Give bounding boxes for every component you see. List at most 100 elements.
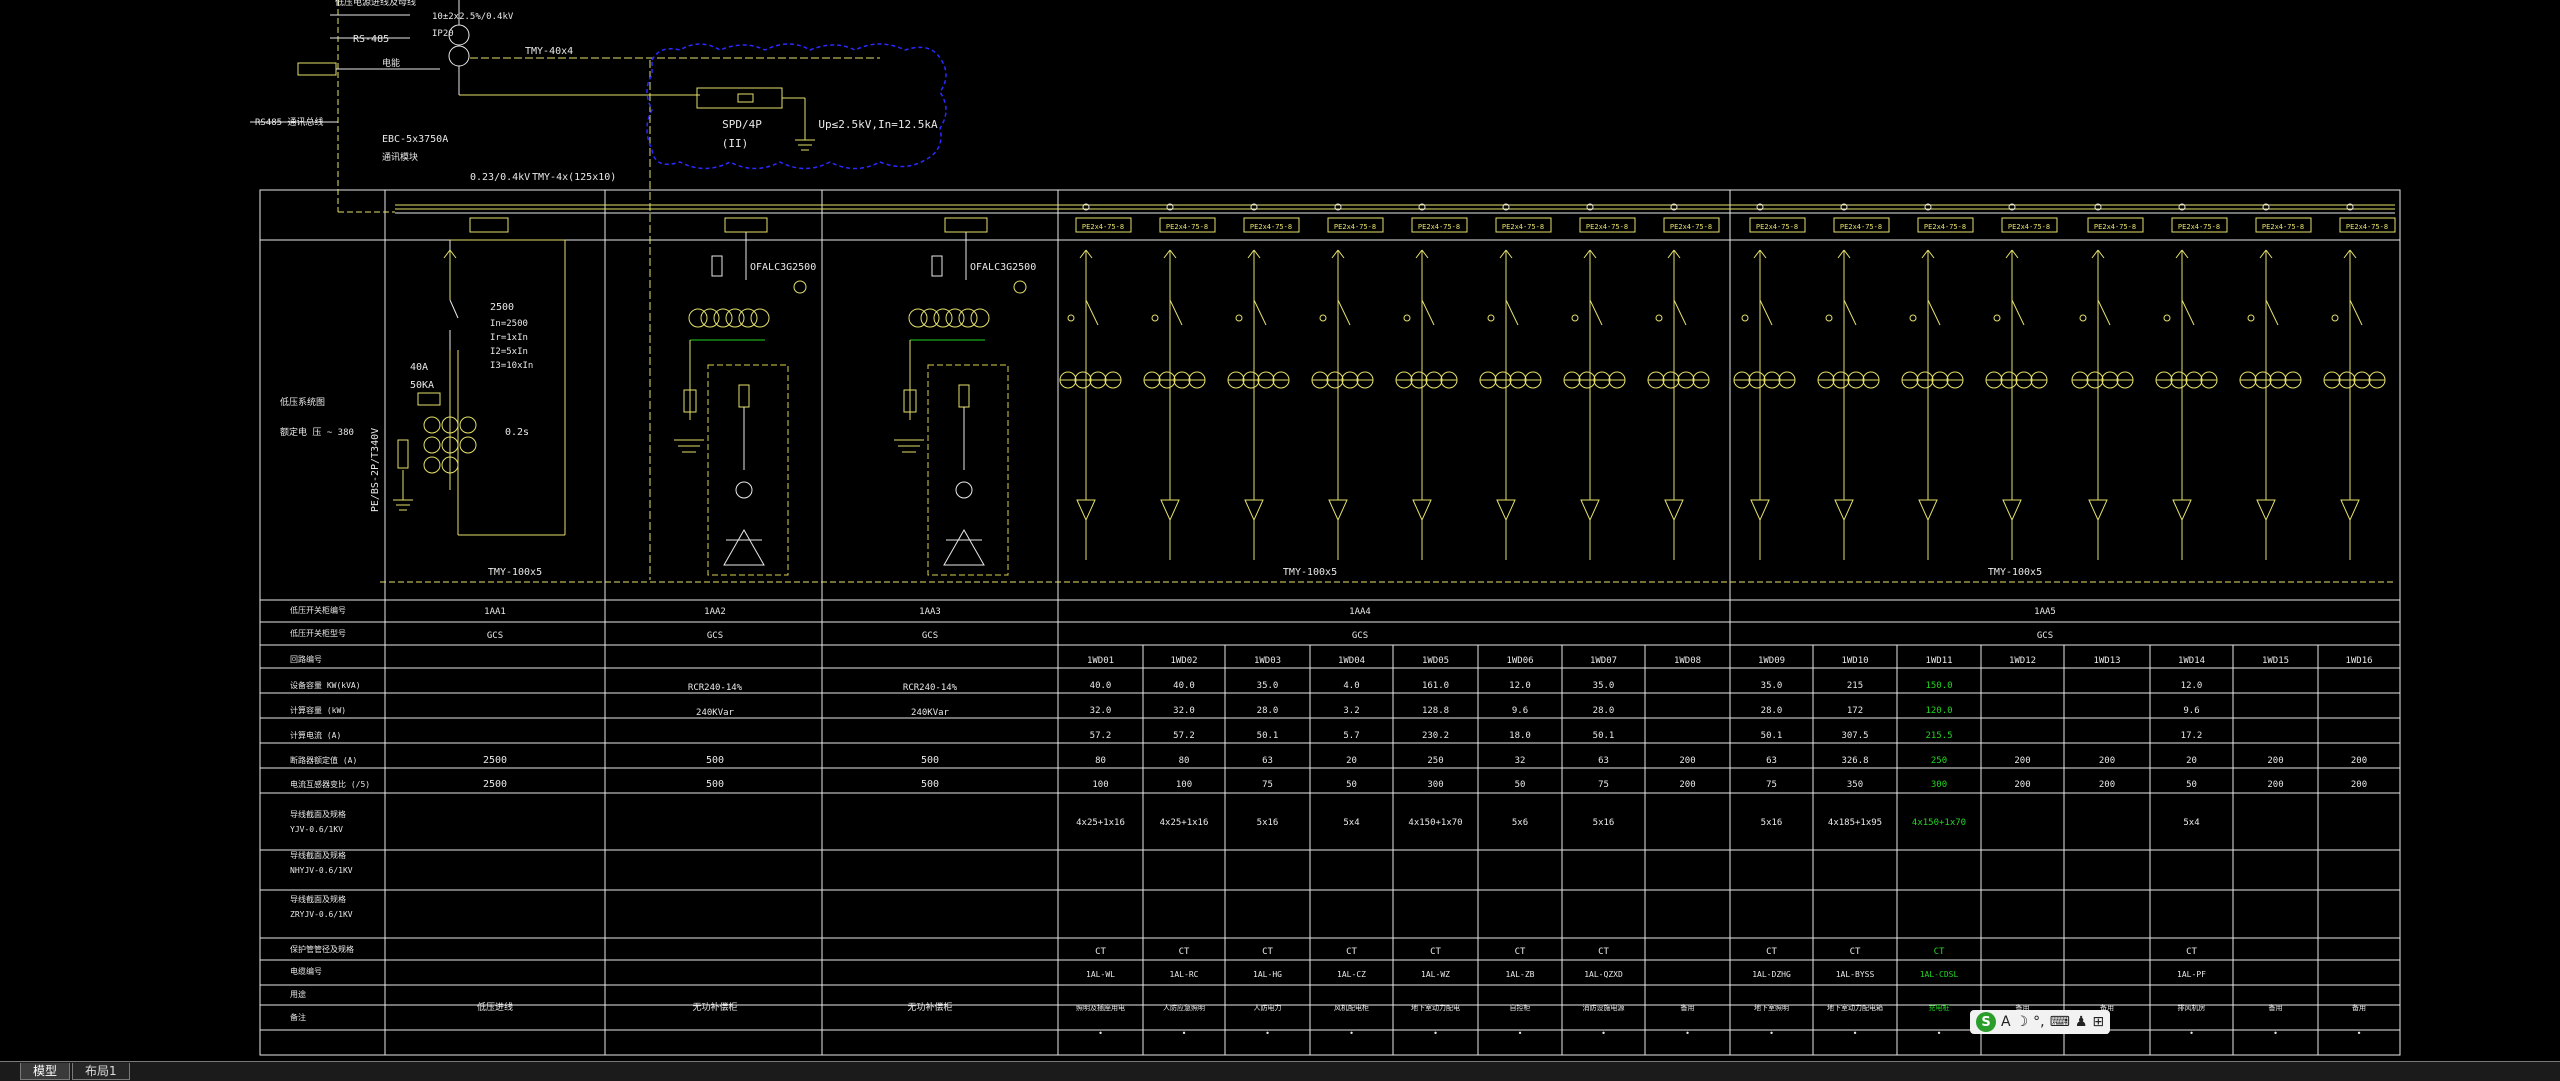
circuit-ct: 50: [1515, 780, 1526, 790]
load-arrow-icon: [1664, 499, 1684, 522]
circuit-ct: 75: [1766, 780, 1777, 790]
cap-cabinet-box: [707, 364, 789, 576]
switch-blade-icon: [1505, 299, 1519, 326]
cap-ct-icon: [958, 308, 978, 328]
spd-up-label: Up≤2.5kV,In=12.5kA: [818, 118, 938, 131]
row-label: ZRYJV-0.6/1KV: [290, 910, 353, 919]
feeder-tag-box: [1663, 217, 1720, 233]
feeder-tag-label: PE2x4-75-8: [1756, 223, 1798, 231]
ime-logo-icon[interactable]: S: [1976, 1012, 1996, 1032]
contact-icon: [2331, 314, 2339, 322]
circuit-tag: 1AL-BYSS: [1836, 970, 1875, 979]
circuit-cable: 4x185+1x95: [1828, 818, 1882, 828]
feeder-tag-box: [2171, 217, 2228, 233]
spd-label: SPD/4P: [722, 118, 762, 131]
cap-ct-icon: [970, 308, 990, 328]
comm-module-label: 通讯模块: [382, 151, 418, 163]
tab-layout1[interactable]: 布局1: [72, 1063, 130, 1080]
circuit-id: 1WD10: [1841, 656, 1868, 666]
incomer-ct-value: 2500: [483, 779, 507, 790]
load-arrow-icon: [1076, 499, 1096, 522]
switch-blade-icon: [1085, 299, 1099, 326]
ime-toolbar: S A ☽ °, ⌨ ♟ ⊞: [1970, 1010, 2111, 1034]
ct-ratio-label: 40A: [410, 362, 428, 373]
ct-box-icon: [417, 392, 441, 406]
circuit-id: 1WD14: [2178, 656, 2205, 666]
ime-mode-icon[interactable]: A: [2001, 1014, 2011, 1030]
arrow-up-icon: [1337, 249, 1345, 259]
circuit-calc: 172: [1847, 706, 1863, 716]
switch-blade-icon: [1421, 299, 1435, 326]
circuit-kw: 12.0: [1509, 681, 1531, 691]
circuit-calc: 128.8: [1422, 706, 1449, 716]
feeder-tag-label: PE2x4-75-8: [1166, 223, 1208, 231]
remark-dot: •: [2273, 1029, 2278, 1038]
tab-model[interactable]: 模型: [20, 1063, 71, 1080]
circuit-calc: 32.0: [1090, 706, 1112, 716]
feeder-tag-box: [2255, 217, 2312, 233]
remark-dot: •: [1937, 1029, 1942, 1038]
circuit-pipe: CT: [1766, 947, 1777, 957]
feeder-tag-label: PE2x4-75-8: [2178, 223, 2220, 231]
cabinet-number: 1AA4: [1349, 607, 1371, 617]
circuit-use: 充电桩: [1929, 1003, 1950, 1012]
aa2-breaker-value: 500: [706, 755, 724, 766]
ime-grid-icon[interactable]: ⊞: [2092, 1014, 2105, 1030]
system-title-label: 低压系统图: [280, 396, 325, 408]
circuit-cable: 4x150+1x70: [1912, 818, 1966, 828]
feeder-tag-box: [1243, 217, 1300, 233]
bus-tap-icon: [1418, 203, 1426, 211]
spd-device-icon: [696, 87, 783, 109]
cap-ct-icon: [920, 308, 940, 328]
incomer-param-label: Ir=1xIn: [490, 333, 528, 343]
circuit-calc: 120.0: [1925, 706, 1952, 716]
circuit-breaker: 200: [2267, 756, 2283, 766]
feeder-tag-label: PE2x4-75-8: [1082, 223, 1124, 231]
arrow-up-icon: [1927, 249, 1935, 259]
circuit-current: 57.2: [1090, 731, 1112, 741]
cap-reactor-icon: [735, 481, 753, 499]
spd-core-icon: [737, 93, 754, 103]
feeder-tag-label: PE2x4-75-8: [2346, 223, 2388, 231]
circuit-id: 1WD11: [1925, 656, 1952, 666]
bus-tap-icon: [1586, 203, 1594, 211]
aa2-kvar: 240KVar: [696, 708, 735, 718]
ime-keyboard-icon[interactable]: ⌨: [2049, 1014, 2070, 1030]
feeder-tag-label: PE2x4-75-8: [2008, 223, 2050, 231]
circuit-current: 5.7: [1343, 731, 1359, 741]
ct-coil-icon: [459, 436, 477, 454]
ime-punct-icon[interactable]: °,: [2033, 1014, 2045, 1030]
row-label: 计算容量 (kW): [290, 705, 346, 715]
incomer-tag-box: [469, 217, 509, 233]
circuit-cable: 5x6: [1512, 818, 1528, 828]
circuit-current: 215.5: [1925, 731, 1952, 741]
meter-icon: [297, 62, 337, 76]
switch-blade-icon: [2265, 299, 2279, 326]
cap-ct-icon: [945, 308, 965, 328]
cabinet-number: 1AA1: [484, 607, 506, 617]
row-label: 导线截面及规格: [290, 894, 346, 904]
feeder-tag-label: PE2x4-75-8: [2094, 223, 2136, 231]
load-arrow-icon: [2256, 499, 2276, 522]
circuit-kw: 35.0: [1593, 681, 1615, 691]
circuit-breaker: 32: [1515, 756, 1526, 766]
circuit-cable: 4x150+1x70: [1408, 818, 1462, 828]
row-label: 电流互感器变比 (/5): [290, 779, 370, 789]
arrow-up-icon: [443, 249, 451, 259]
circuit-pipe: CT: [1262, 947, 1273, 957]
arrow-up-icon: [1085, 249, 1093, 259]
row-label: 用途: [290, 989, 306, 999]
contact-icon: [2079, 314, 2087, 322]
circuit-breaker: 250: [1427, 756, 1443, 766]
incomer-breaker-value: 2500: [483, 755, 507, 766]
circuit-breaker: 20: [1346, 756, 1357, 766]
feeder-tag-box: [2087, 217, 2144, 233]
circuit-kw: 150.0: [1925, 681, 1952, 691]
circuit-tag: 1AL-CZ: [1337, 970, 1366, 979]
ime-moon-icon[interactable]: ☽: [2015, 1014, 2029, 1030]
aa3-kvar: 240KVar: [911, 708, 950, 718]
bus-tap-icon: [1334, 203, 1342, 211]
circuit-ct: 200: [2014, 780, 2030, 790]
ime-user-icon[interactable]: ♟: [2074, 1014, 2088, 1030]
